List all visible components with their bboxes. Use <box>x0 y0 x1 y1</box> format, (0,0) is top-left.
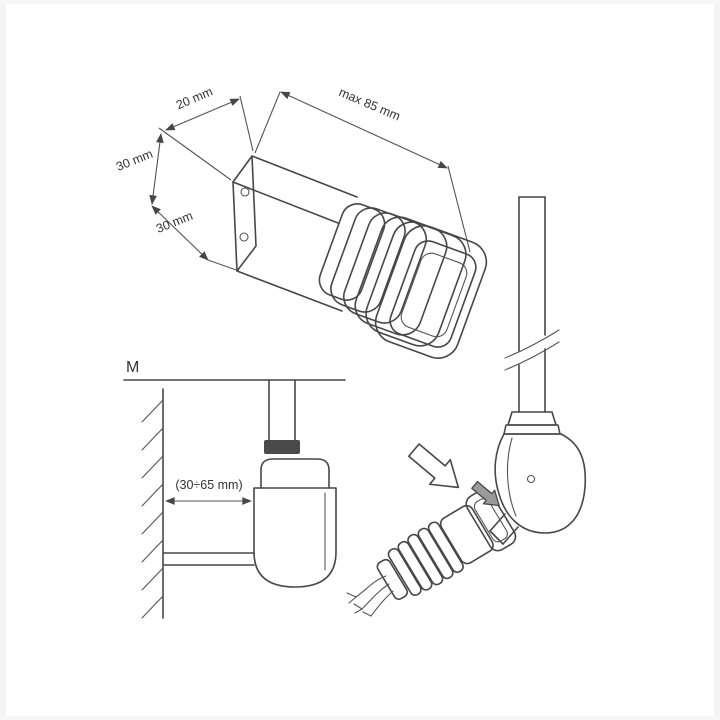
dimension-30mm-height: 30 mm <box>114 133 164 205</box>
radiator-pipe-section <box>268 379 296 441</box>
section-label-m: M <box>126 359 139 376</box>
power-cable <box>163 552 255 566</box>
dimension-wall-offset: (30÷65 mm) <box>165 478 252 505</box>
radiator-pipe <box>518 196 546 413</box>
heating-element-body <box>489 411 587 545</box>
pipe-nut <box>264 440 300 454</box>
cable-gland-stub <box>489 513 519 545</box>
dim-label-30mm-depth: 30 mm <box>154 209 195 236</box>
isometric-cover-view: 20 mm 30 mm 30 mm max 85 mm <box>114 84 488 359</box>
screw-hole-bottom <box>239 232 249 242</box>
front-opening <box>374 225 488 359</box>
cover-wires <box>346 575 394 617</box>
heating-element-side-view <box>253 458 337 588</box>
dimension-20mm: 20 mm <box>158 84 254 181</box>
pipe-break-symbol <box>504 329 560 371</box>
assembly-view <box>346 196 587 617</box>
assembly-arrow-large <box>408 443 460 489</box>
wall-section-view: M (30÷65 mm) <box>123 359 346 619</box>
bellows-cover-exploded <box>376 488 517 600</box>
wall-hatching <box>141 388 164 619</box>
dimension-max-85mm: max 85 mm <box>254 85 471 253</box>
dim-label-max-85mm: max 85 mm <box>337 85 403 123</box>
dim-label-30mm-height: 30 mm <box>114 147 155 174</box>
cover-end-face <box>232 155 257 272</box>
dimension-30mm-depth: 30 mm <box>151 205 240 272</box>
assembly-arrow-small <box>471 480 500 507</box>
dim-label-20mm: 20 mm <box>174 84 215 112</box>
body-screw <box>526 474 536 484</box>
screw-hole-top <box>240 187 250 197</box>
dim-label-wall-offset: (30÷65 mm) <box>175 478 242 492</box>
cover-body <box>232 155 358 312</box>
